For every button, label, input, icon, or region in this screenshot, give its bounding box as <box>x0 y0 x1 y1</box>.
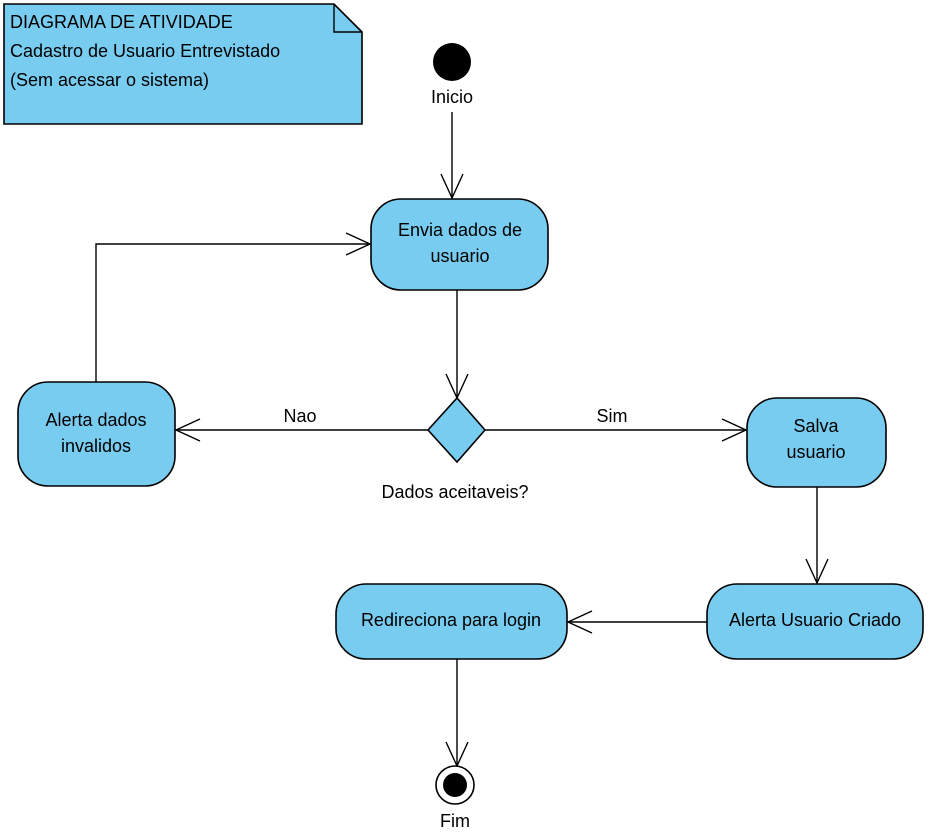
note-title: DIAGRAMA DE ATIVIDADE <box>10 12 233 32</box>
note-detail: (Sem acessar o sistema) <box>10 70 209 90</box>
activity-redireciona-label: Redireciona para login <box>361 610 541 630</box>
end-label: Fim <box>440 811 470 831</box>
decision-label: Dados aceitaveis? <box>381 482 528 502</box>
arrowhead <box>721 418 748 442</box>
activity-redireciona: Redireciona para login <box>335 583 568 660</box>
arrowhead <box>805 558 829 585</box>
note-shape <box>3 3 363 125</box>
activity-envia-box <box>370 198 549 291</box>
end-node-core <box>443 773 467 797</box>
arrowhead <box>440 173 464 200</box>
guard-nao: Nao <box>283 406 316 426</box>
activity-alerta-invalidos: Alerta dados invalidos <box>17 381 176 487</box>
arrowhead <box>566 610 593 634</box>
activity-alerta-criado: Alerta Usuario Criado <box>706 583 924 660</box>
arrowhead <box>174 418 201 442</box>
activity-salva-line1: Salva <box>793 416 839 436</box>
activity-redireciona-box <box>335 583 568 660</box>
activity-alerta-criado-label: Alerta Usuario Criado <box>729 610 901 630</box>
arrowhead <box>345 232 372 256</box>
activity-envia-line2: usuario <box>430 246 489 266</box>
activity-alerta-invalidos-line1: Alerta dados <box>45 410 146 430</box>
start-label: Inicio <box>431 87 473 107</box>
decision-node <box>426 396 487 464</box>
activity-envia-dados: Envia dados de usuario <box>370 198 549 291</box>
edge-retry-loop <box>95 243 370 382</box>
guard-sim: Sim <box>597 406 628 426</box>
activity-alerta-invalidos-box <box>17 381 176 487</box>
note-fold <box>333 4 362 33</box>
activity-alerta-invalidos-line2: invalidos <box>61 436 131 456</box>
activity-salva-line2: usuario <box>786 442 845 462</box>
activity-envia-line1: Envia dados de <box>398 220 522 240</box>
activity-salva-usuario: Salva usuario <box>746 397 887 488</box>
diagram-note: DIAGRAMA DE ATIVIDADE Cadastro de Usuari… <box>3 3 363 125</box>
end-node <box>435 765 475 805</box>
note-subtitle: Cadastro de Usuario Entrevistado <box>10 41 280 61</box>
start-node <box>433 43 471 81</box>
